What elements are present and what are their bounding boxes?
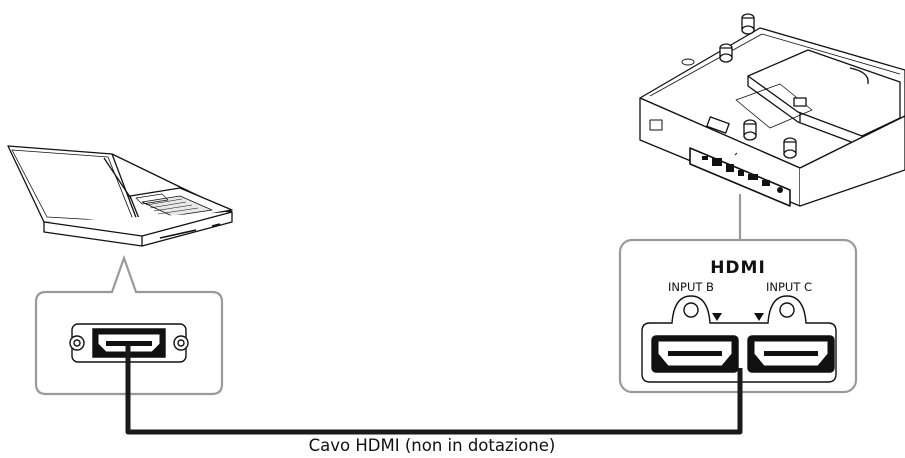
hdmi-logo: HDMI <box>710 258 766 278</box>
laptop-port-callout <box>34 254 224 396</box>
laptop-icon <box>7 145 233 247</box>
laptop-hdmi-port <box>69 323 189 363</box>
screw-icon <box>779 302 795 318</box>
port-label-input-b: INPUT B <box>668 280 714 294</box>
port-label-input-c: INPUT C <box>766 280 812 294</box>
arrow-down-icon <box>754 313 764 321</box>
projector-icon <box>639 13 905 207</box>
arrow-down-icon <box>712 313 722 321</box>
hdmi-port-input-c <box>747 335 835 373</box>
hdmi-cable <box>125 344 743 435</box>
screw-icon <box>683 302 699 318</box>
projector-port-callout: HDMI INPUT B INPUT C <box>618 238 858 394</box>
cable-caption: Cavo HDMI (non in dotazione) <box>309 436 556 455</box>
hdmi-port-input-b <box>651 335 739 373</box>
